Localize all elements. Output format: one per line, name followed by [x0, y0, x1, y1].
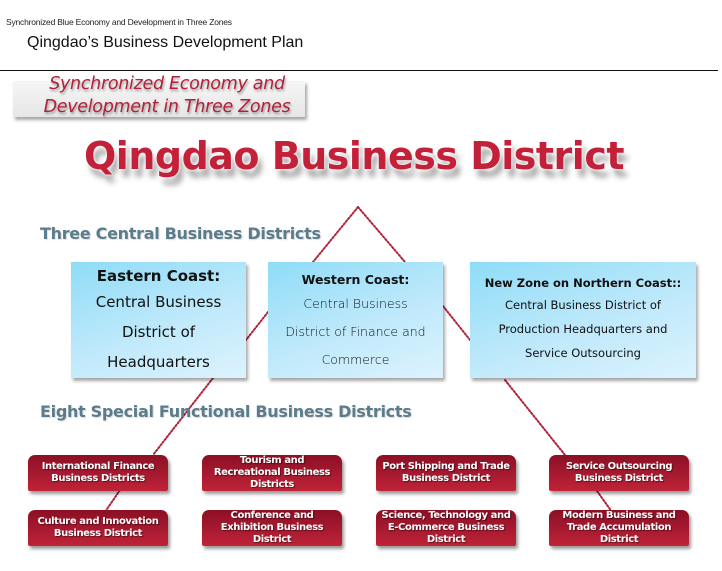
central-district-western-coast: Western Coast: Central Business District…	[268, 262, 443, 378]
cbd-title: New Zone on Northern Coast::	[484, 276, 682, 290]
cbd-line: District of Finance and	[285, 324, 426, 339]
special-district-international-finance: International Finance Business Districts	[28, 455, 168, 491]
cbd-line: Commerce	[321, 352, 390, 367]
banner-title: Synchronized Economy and Development in …	[22, 73, 312, 119]
connector-apex-right	[357, 206, 406, 263]
special-district-culture-innovation: Culture and Innovation Business District	[28, 510, 168, 546]
cbd-title: Western Coast:	[301, 272, 410, 287]
cbd-line: Central Business	[95, 293, 222, 311]
cbd-title: Eastern Coast:	[96, 267, 221, 285]
banner-line-1: Synchronized Economy and	[49, 74, 285, 94]
header-caption: Synchronized Blue Economy and Developmen…	[6, 17, 232, 27]
banner-background	[13, 81, 305, 117]
cbd-line: District of	[121, 323, 196, 341]
central-districts-heading: Three Central Business Districts	[40, 224, 321, 243]
special-districts-heading: Eight Special Functional Business Distri…	[40, 402, 412, 421]
document-title: Qingdao’s Business Development Plan	[27, 34, 304, 51]
special-district-conference-exhibition: Conference and Exhibition Business Distr…	[202, 510, 342, 546]
connector-apex-left	[312, 206, 359, 263]
central-district-northern-coast: New Zone on Northern Coast:: Central Bus…	[470, 262, 696, 378]
banner-line-2: Development in Three Zones	[43, 97, 291, 117]
cbd-line: Service Outsourcing	[525, 346, 641, 360]
central-district-eastern-coast: Eastern Coast: Central Business District…	[71, 262, 246, 378]
main-title-text: Qingdao Business District	[83, 134, 625, 178]
cbd-line: Production Headquarters and	[498, 322, 668, 336]
cbd-line: Headquarters	[107, 353, 210, 371]
special-district-modern-business-trade: Modern Business and Trade Accumulation D…	[549, 510, 689, 546]
special-district-service-outsourcing: Service Outsourcing Business District	[549, 455, 689, 491]
cbd-line: Central Business	[303, 296, 408, 311]
special-district-port-shipping: Port Shipping and Trade Business Distric…	[376, 455, 516, 491]
main-title: Qingdao Business District	[0, 134, 722, 178]
cbd-line: Central Business District of	[505, 298, 661, 312]
special-district-science-technology-ecommerce: Science, Technology and E-Commerce Busin…	[376, 510, 516, 546]
special-district-tourism-recreational: Tourism and Recreational Business Distri…	[202, 455, 342, 491]
header-divider	[0, 70, 718, 71]
